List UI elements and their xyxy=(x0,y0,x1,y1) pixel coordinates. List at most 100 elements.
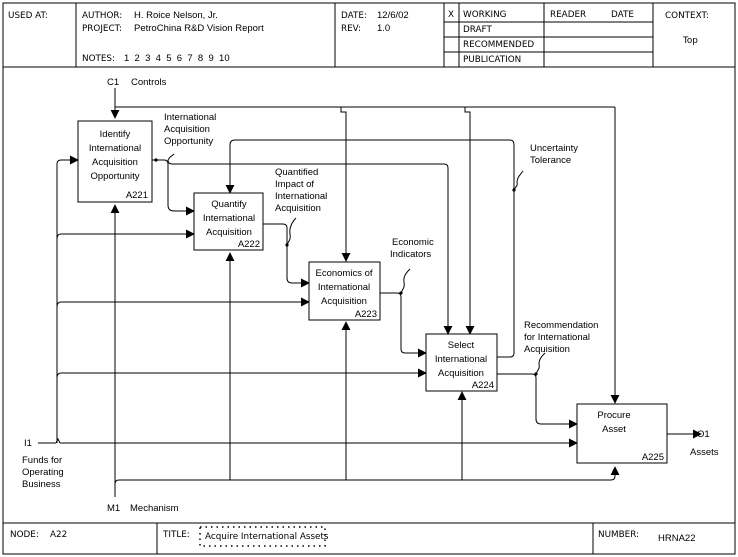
box-code: A223 xyxy=(355,309,377,320)
control-bend xyxy=(114,103,120,108)
leader-economic xyxy=(400,268,411,294)
title-value: Acquire International Assets xyxy=(205,532,329,542)
i1-name-line: Business xyxy=(22,479,61,490)
leader-uncertainty xyxy=(513,170,524,191)
status-recommended: RECOMMENDED xyxy=(463,40,534,50)
status-working: WORKING xyxy=(463,10,507,20)
author-value: H. Roice Nelson, Jr. xyxy=(134,10,218,21)
title-label: TITLE: xyxy=(162,530,190,540)
activity-box-a222[interactable]: Quantify International Acquisition A222 xyxy=(193,192,264,251)
leader-opportunity xyxy=(167,153,175,161)
box-code: A225 xyxy=(642,452,664,463)
box-code: A222 xyxy=(238,239,260,250)
control-to-a224 xyxy=(464,107,475,335)
box-code: A221 xyxy=(126,190,148,201)
box-a225[interactable] xyxy=(576,403,668,464)
box-a223[interactable] xyxy=(308,261,381,321)
activity-box-a221[interactable]: Identify International Acquisition Oppor… xyxy=(77,120,153,203)
economic-label-line: Economic xyxy=(392,237,434,248)
activity-box-a224[interactable]: Select International Acquisition A224 xyxy=(425,333,498,392)
squiggle-leaders xyxy=(167,153,546,375)
quantified-label-line: International xyxy=(275,191,327,202)
notes-numbers: 1 2 3 4 5 6 7 8 9 10 xyxy=(124,53,230,64)
junction-dot-uncertainty xyxy=(512,188,516,192)
internal-arrows xyxy=(152,139,702,439)
status-draft: DRAFT xyxy=(463,25,492,35)
recommendation-label-line: Recommendation xyxy=(524,320,598,331)
junction-dot-a223 xyxy=(399,291,403,295)
opportunity-label-line: Opportunity xyxy=(164,136,213,147)
a221-to-a222 xyxy=(152,159,195,216)
node-value: A22 xyxy=(50,530,67,540)
box-a224[interactable] xyxy=(425,333,498,392)
rev-label: REV: xyxy=(341,24,361,34)
control-arrows xyxy=(110,88,620,404)
date-value: 12/6/02 xyxy=(377,10,409,21)
box-label-line: International xyxy=(89,143,141,154)
a223-to-a224 xyxy=(380,292,427,358)
o1-name: Assets xyxy=(690,447,719,458)
economic-label-line: Indicators xyxy=(390,249,431,260)
a224-to-a225 xyxy=(497,373,578,429)
input-to-a224 xyxy=(56,368,427,379)
box-label-line: Quantify xyxy=(211,199,247,210)
box-label-line: Procure xyxy=(597,410,630,421)
box-label-line: International xyxy=(318,282,370,293)
context-label: CONTEXT: xyxy=(665,11,709,21)
date-label: DATE: xyxy=(341,11,367,21)
recommendation-label-line: for International xyxy=(524,332,590,343)
control-to-a223 xyxy=(340,107,351,262)
activity-box-a223[interactable]: Economics of International Acquisition A… xyxy=(308,261,381,321)
reader-label: READER xyxy=(550,10,586,20)
notes-label: NOTES: xyxy=(82,54,115,64)
box-label-line: Select xyxy=(448,340,475,351)
box-label-line: Identify xyxy=(100,129,131,140)
quantified-label-line: Acquisition xyxy=(275,203,321,214)
box-label-line: Acquisition xyxy=(92,157,138,168)
project-value: PetroChina R&D Vision Report xyxy=(134,23,264,34)
box-label-line: Asset xyxy=(602,424,626,435)
input-to-a222 xyxy=(56,229,195,240)
i1-name-line: Operating xyxy=(22,467,64,478)
number-label: NUMBER: xyxy=(598,530,639,540)
box-a222[interactable] xyxy=(193,192,264,251)
opportunity-label-line: Acquisition xyxy=(164,124,210,135)
activity-box-a225[interactable]: Procure Asset A225 xyxy=(576,403,668,464)
i1-code: I1 xyxy=(24,438,32,449)
a224-feedback-to-a222 xyxy=(225,139,515,358)
number-value: HRNA22 xyxy=(658,533,696,544)
quantified-label-line: Quantified xyxy=(275,167,318,178)
junction-dot-a224 xyxy=(534,372,538,376)
box-label-line: Opportunity xyxy=(90,171,139,182)
reader-date-label: DATE xyxy=(611,10,634,20)
box-label-line: International xyxy=(435,354,487,365)
recommendation-label-line: Acquisition xyxy=(524,344,570,355)
arrow-labels: C1 Controls I1 Funds for Operating Busin… xyxy=(22,77,719,514)
context-value: Top xyxy=(682,36,698,46)
status-publication: PUBLICATION xyxy=(463,55,521,65)
box-label-line: International xyxy=(203,213,255,224)
rev-value: 1.0 xyxy=(377,23,390,34)
a222-to-a223 xyxy=(263,223,310,288)
quantified-label-line: Impact of xyxy=(275,179,314,190)
leader-quantified xyxy=(286,217,297,246)
uncertainty-label-line: Uncertainty xyxy=(530,143,578,154)
input-arrows xyxy=(38,155,578,448)
i1-name-line: Funds for xyxy=(22,455,62,466)
footer-frame: NODE: A22 TITLE: Acquire International A… xyxy=(3,522,735,554)
author-label: AUTHOR: xyxy=(82,11,122,21)
box-a221[interactable] xyxy=(77,120,153,203)
status-mark: X xyxy=(448,10,454,20)
leader-recommendation xyxy=(535,352,546,375)
m1-name: Mechanism xyxy=(130,503,179,514)
node-label: NODE: xyxy=(10,530,39,540)
uncertainty-label-line: Tolerance xyxy=(530,155,571,166)
m1-code: M1 xyxy=(107,503,120,514)
a221-to-a224 xyxy=(167,159,453,335)
opportunity-label-line: International xyxy=(164,112,216,123)
box-label-line: Acquisition xyxy=(206,227,252,238)
